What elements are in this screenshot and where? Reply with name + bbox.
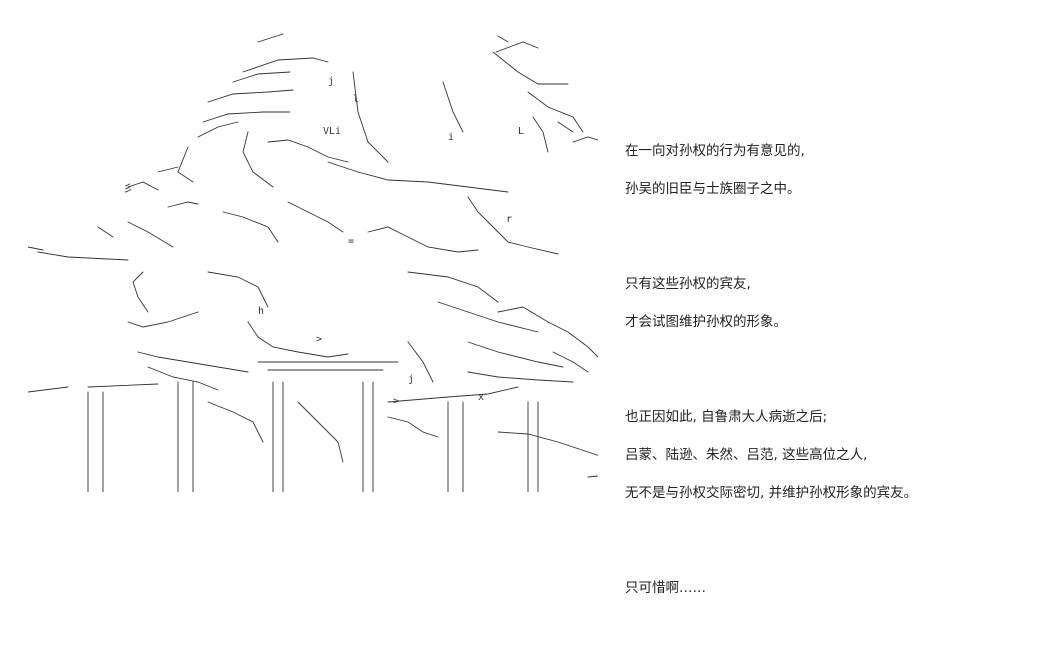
svg-text:彡: 彡 bbox=[123, 184, 133, 195]
narration-paragraph-2: 只有这些孙权的宾友, 才会试图维护孙权的形象。 bbox=[625, 256, 1045, 351]
narration-paragraph-1: 在一向对孙权的行为有意见的, 孙吴的旧臣与士族圈子之中。 bbox=[625, 123, 1045, 218]
narration-line: 无不是与孙权交际密切, 并维护孙权形象的宾友。 bbox=[625, 485, 918, 501]
svg-text:>: > bbox=[316, 334, 322, 345]
svg-text:>: > bbox=[393, 396, 399, 407]
svg-text:j: j bbox=[408, 374, 414, 385]
svg-text:VLi: VLi bbox=[323, 126, 341, 137]
svg-text:i: i bbox=[448, 132, 454, 143]
narration-line: 在一向对孙权的行为有意见的, bbox=[625, 143, 805, 159]
narration-line: 才会试图维护孙权的形象。 bbox=[625, 314, 787, 330]
narration-paragraph-3: 也正因如此, 自鲁肃大人病逝之后; 吕蒙、陆逊、朱然、吕范, 这些高位之人, 无… bbox=[625, 389, 1045, 522]
svg-text:L: L bbox=[518, 126, 524, 137]
narration-line: 只有这些孙权的宾友, bbox=[625, 276, 751, 292]
narration-text: 在一向对孙权的行为有意见的, 孙吴的旧臣与士族圈子之中。 只有这些孙权的宾友, … bbox=[625, 104, 1045, 655]
page-canvas: j l VLi i L r = h > j > x 彡 在一向对孙权的行为有意见… bbox=[28, 33, 918, 596]
narration-line: 也正因如此, 自鲁肃大人病逝之后; bbox=[625, 409, 828, 425]
svg-text:r: r bbox=[506, 214, 512, 225]
svg-text:l: l bbox=[353, 94, 359, 105]
svg-text:j: j bbox=[328, 76, 334, 87]
svg-text:=: = bbox=[348, 236, 354, 247]
narration-line: 只可惜啊…… bbox=[625, 580, 706, 596]
svg-text:h: h bbox=[258, 306, 264, 317]
ascii-art-illustration: j l VLi i L r = h > j > x 彡 bbox=[28, 33, 598, 492]
narration-paragraph-4: 只可惜啊…… bbox=[625, 560, 1045, 617]
svg-text:x: x bbox=[478, 392, 484, 403]
narration-line: 孙吴的旧臣与士族圈子之中。 bbox=[625, 181, 801, 197]
narration-line: 吕蒙、陆逊、朱然、吕范, 这些高位之人, bbox=[625, 447, 868, 463]
